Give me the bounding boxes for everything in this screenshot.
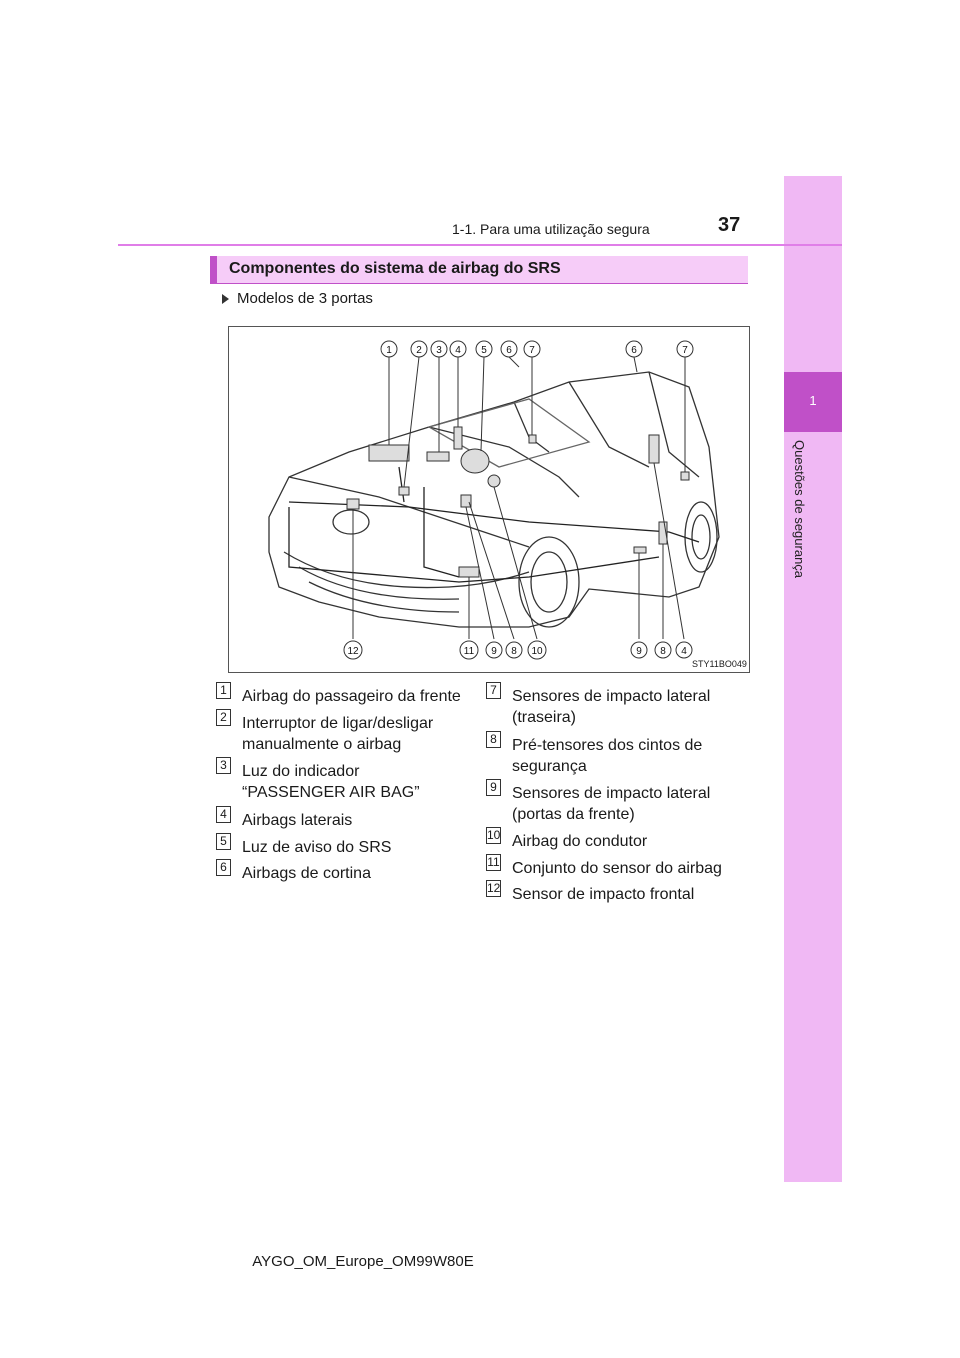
legend-text: Pré-tensores dos cintos de segurança: [512, 737, 703, 775]
page-number: 37: [718, 214, 741, 236]
legend-item: 1 Airbag do passageiro da frente: [216, 682, 477, 707]
legend-text: Airbags de cortina: [242, 865, 371, 882]
legend-text: Sensores de impacto lateral (portas da f…: [512, 785, 711, 823]
legend-item: 12 Sensor de impacto frontal: [486, 880, 737, 905]
callout-label: 9: [636, 646, 642, 657]
callout-label: 12: [347, 646, 359, 657]
figure-code: STY11BO049: [692, 659, 747, 669]
legend-number: 9: [486, 779, 501, 796]
chapter-number: 1: [809, 393, 817, 408]
header-rule: [118, 244, 842, 246]
chapter-number-box: [784, 372, 842, 432]
section-heading: Componentes do sistema de airbag do SRS: [210, 256, 748, 284]
callout-label: 7: [682, 345, 688, 356]
legend-number: 12: [486, 880, 501, 897]
legend-item: 5 Luz de aviso do SRS: [216, 833, 457, 858]
legend-item: 6 Airbags de cortina: [216, 859, 457, 884]
chapter-tab-strip: [784, 176, 842, 1182]
callout-label: 4: [681, 646, 687, 657]
callout-label: 7: [529, 345, 535, 356]
legend-number: 5: [216, 833, 231, 850]
legend-text: Conjunto do sensor do airbag: [512, 860, 722, 877]
legend-number: 10: [486, 827, 501, 844]
legend-text: Airbags laterais: [242, 812, 353, 829]
callout-label: 4: [455, 345, 461, 356]
legend-number: 4: [216, 806, 231, 823]
model-line-text: Modelos de 3 portas: [237, 290, 373, 307]
section-path: 1-1. Para uma utilização segura: [452, 221, 650, 237]
callout-label: 9: [491, 646, 497, 657]
callout-label: 2: [416, 345, 422, 356]
legend-item: 4 Airbags laterais: [216, 806, 457, 831]
legend-number: 1: [216, 682, 231, 699]
legend-number: 6: [216, 859, 231, 876]
section-heading-text: Componentes do sistema de airbag do SRS: [229, 260, 561, 277]
callout-label: 3: [436, 345, 442, 356]
callout-label: 11: [464, 646, 475, 657]
legend-number: 2: [216, 709, 231, 726]
callout-label: 5: [481, 345, 487, 356]
legend-text: Interruptor de ligar/desligar manualment…: [242, 715, 434, 753]
callout-label: 6: [631, 345, 637, 356]
callout-label: 1: [386, 345, 392, 356]
legend-number: 7: [486, 682, 501, 699]
footer: AYGO_OM_Europe_OM99W80E: [0, 1253, 960, 1270]
legend-item: 10 Airbag do condutor: [486, 827, 737, 852]
legend-text: Luz do indicador “PASSENGER AIR BAG”: [242, 763, 420, 801]
callout-label: 8: [511, 646, 517, 657]
legend-text: Sensor de impacto frontal: [512, 886, 695, 903]
callout-label: 8: [660, 646, 666, 657]
legend-number: 8: [486, 731, 501, 748]
legend-item: 9 Sensores de impacto lateral (portas da…: [486, 779, 737, 825]
callout-label: 10: [531, 646, 543, 657]
legend-text: Airbag do condutor: [512, 833, 648, 850]
model-line: Modelos de 3 portas: [222, 290, 373, 307]
legend-text: Airbag do passageiro da frente: [242, 688, 461, 705]
triangle-bullet-icon: [222, 294, 229, 305]
legend-item: 3 Luz do indicador “PASSENGER AIR BAG”: [216, 757, 447, 803]
legend-item: 7 Sensores de impacto lateral (traseira): [486, 682, 737, 728]
airbag-diagram: 1 2 3 4 5 6 7 6 7 12 11 9 8 10 9 8 4: [228, 326, 750, 673]
chapter-title: Questões de segurança: [792, 440, 807, 579]
legend-item: 2 Interruptor de ligar/desligar manualme…: [216, 709, 457, 755]
legend-text: Luz de aviso do SRS: [242, 839, 392, 856]
legend-item: 11 Conjunto do sensor do airbag: [486, 854, 747, 879]
legend-item: 8 Pré-tensores dos cintos de segurança: [486, 731, 727, 777]
callout-label: 6: [506, 345, 512, 356]
car-illustration: 1 2 3 4 5 6 7 6 7 12 11 9 8 10 9 8 4: [268, 340, 720, 660]
legend-number: 3: [216, 757, 231, 774]
legend-text: Sensores de impacto lateral (traseira): [512, 688, 711, 726]
legend-number: 11: [486, 854, 501, 871]
document-id: AYGO_OM_Europe_OM99W80E: [252, 1253, 474, 1270]
